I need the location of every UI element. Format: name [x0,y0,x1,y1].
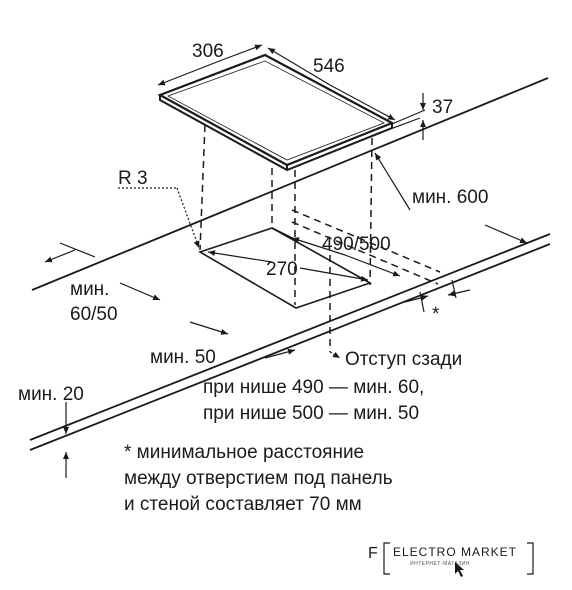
dim-37: 37 [432,97,453,118]
footnote-line1: * минимальное расстояние [124,442,364,463]
logo-name: ELECTRO MARKET [393,545,517,559]
logo-letter: F [368,545,378,562]
dim-546: 546 [313,56,345,77]
logo-bracket-icon-right [527,542,534,575]
dim-306: 306 [192,41,224,62]
dim-r3: R 3 [118,168,148,189]
dim-270: 270 [266,259,298,280]
dim-min-20: мин. 20 [18,384,84,405]
electro-market-logo: F ELECTRO MARKET ИНТЕРНЕТ-МАГАЗИН [368,542,534,577]
back-offset-line3: при нише 500 — мин. 50 [203,403,419,424]
back-offset-line1: Отступ сзади [345,349,462,370]
dim-min-60-50-line1: мин. [70,279,109,300]
hob-panel [157,53,395,172]
dim-asterisk: * [432,304,440,325]
back-offset-line2: при нише 490 — мин. 60, [203,377,424,398]
dim-min-50: мин. 50 [150,347,216,368]
dim-min-600: мин. 600 [412,187,488,208]
projection-lines [199,124,441,352]
dim-min-60-50-line2: 60/50 [70,304,118,325]
logo-bracket-icon [383,542,390,575]
footnote-line2: между отверстием под панель [124,468,393,489]
dim-490-500: 490/500 [322,234,391,255]
cursor-icon [455,562,464,577]
dimension-lines [44,44,528,478]
countertop [29,77,551,451]
footnote-line3: и стеной составляет 70 мм [124,494,362,515]
logo-tagline: ИНТЕРНЕТ-МАГАЗИН [410,561,470,567]
